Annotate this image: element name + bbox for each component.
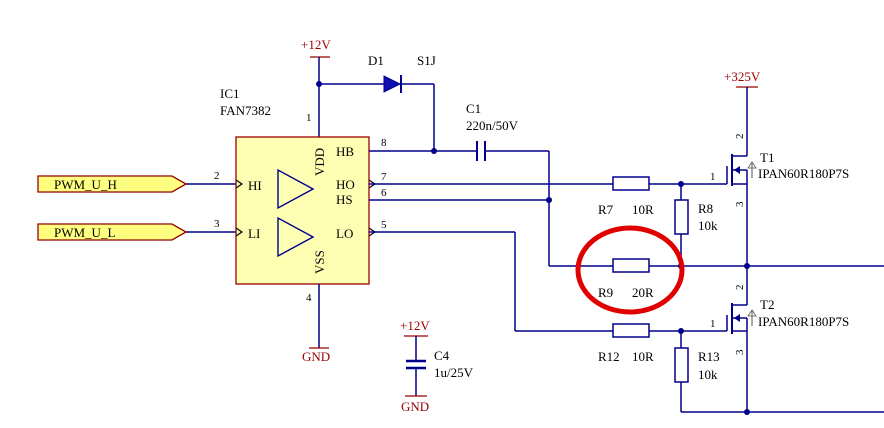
t2-pin-g: 1	[710, 318, 716, 330]
r12-ref: R12	[598, 349, 620, 364]
port-pwm-u-l-label: PWM_U_L	[54, 225, 115, 240]
supply-vcc-c4: +12V	[400, 318, 430, 337]
vcc-c4-label: +12V	[400, 318, 430, 333]
ic1-part: FAN7382	[220, 103, 271, 118]
d1-value: S1J	[417, 53, 436, 68]
hv-label: +325V	[724, 69, 761, 84]
pin-number-3: 3	[214, 218, 220, 230]
r13-value: 10k	[698, 367, 718, 382]
t1-pin-d: 2	[734, 134, 746, 140]
r9-value: 20R	[632, 285, 654, 300]
t2-part: IPAN60R180P7S	[758, 314, 849, 329]
r8-ref: R8	[698, 201, 713, 216]
supply-vcc-top: +12V	[301, 37, 331, 58]
mosfet-t2	[726, 266, 757, 334]
resistor-r8	[674, 199, 689, 235]
t1-ref: T1	[760, 150, 774, 165]
r7-ref: R7	[598, 202, 614, 217]
resistor-r12	[612, 323, 650, 338]
ic1-pin-hb: HB	[336, 144, 354, 159]
ic1-low-buffer	[277, 216, 315, 258]
ic1-high-buffer	[277, 168, 315, 210]
r13-ref: R13	[698, 349, 720, 364]
mosfet-t1	[726, 150, 757, 186]
resistor-r7	[612, 176, 650, 191]
t1-part: IPAN60R180P7S	[758, 166, 849, 181]
c4-value: 1u/25V	[434, 365, 474, 380]
vcc-top-label: +12V	[301, 37, 331, 52]
pin-number-5: 5	[381, 219, 387, 231]
pin-number-8: 8	[381, 137, 387, 149]
ic1-pin-hi: HI	[248, 178, 262, 193]
c4-ref: C4	[434, 348, 450, 363]
pin-number-4: 4	[306, 292, 312, 304]
pin-number-6: 6	[381, 187, 387, 199]
pin-number-1: 1	[306, 112, 312, 124]
r9-ref: R9	[598, 285, 613, 300]
ic1-pin-lo: LO	[336, 226, 353, 241]
resistor-r9	[612, 258, 650, 273]
r8-value: 10k	[698, 218, 718, 233]
supply-hv: +325V	[724, 69, 761, 88]
resistor-r13	[674, 347, 689, 383]
highlight-circle	[575, 225, 685, 315]
t2-pin-s: 3	[734, 349, 746, 355]
ic1-pin-vdd: VDD	[312, 148, 327, 176]
ic1-ref: IC1	[220, 86, 240, 101]
ic1-pin-ho: HO	[336, 177, 355, 192]
gnd-c4-label: GND	[401, 399, 429, 414]
t2-pin-d: 2	[734, 285, 746, 291]
gnd-ic-label: GND	[302, 349, 330, 364]
ic1-pin-vss: VSS	[312, 250, 327, 274]
t2-ref: T2	[760, 297, 774, 312]
pin-number-2: 2	[214, 170, 220, 182]
ic1-pin-hs: HS	[336, 192, 353, 207]
r7-value: 10R	[632, 202, 654, 217]
port-pwm-u-l: PWM_U_L	[37, 223, 188, 241]
c1-ref: C1	[466, 101, 481, 116]
t1-pin-g: 1	[710, 171, 716, 183]
diode-d1-symbol	[383, 75, 402, 93]
ic1-body	[235, 136, 370, 285]
ic1-pin-li: LI	[248, 226, 260, 241]
port-pwm-u-h-label: PWM_U_H	[54, 177, 117, 192]
c1-value: 220n/50V	[466, 118, 519, 133]
t1-pin-s: 3	[734, 201, 746, 207]
r12-value: 10R	[632, 349, 654, 364]
d1-ref: D1	[368, 53, 384, 68]
pin-number-7: 7	[381, 171, 387, 183]
port-pwm-u-h: PWM_U_H	[37, 175, 188, 193]
